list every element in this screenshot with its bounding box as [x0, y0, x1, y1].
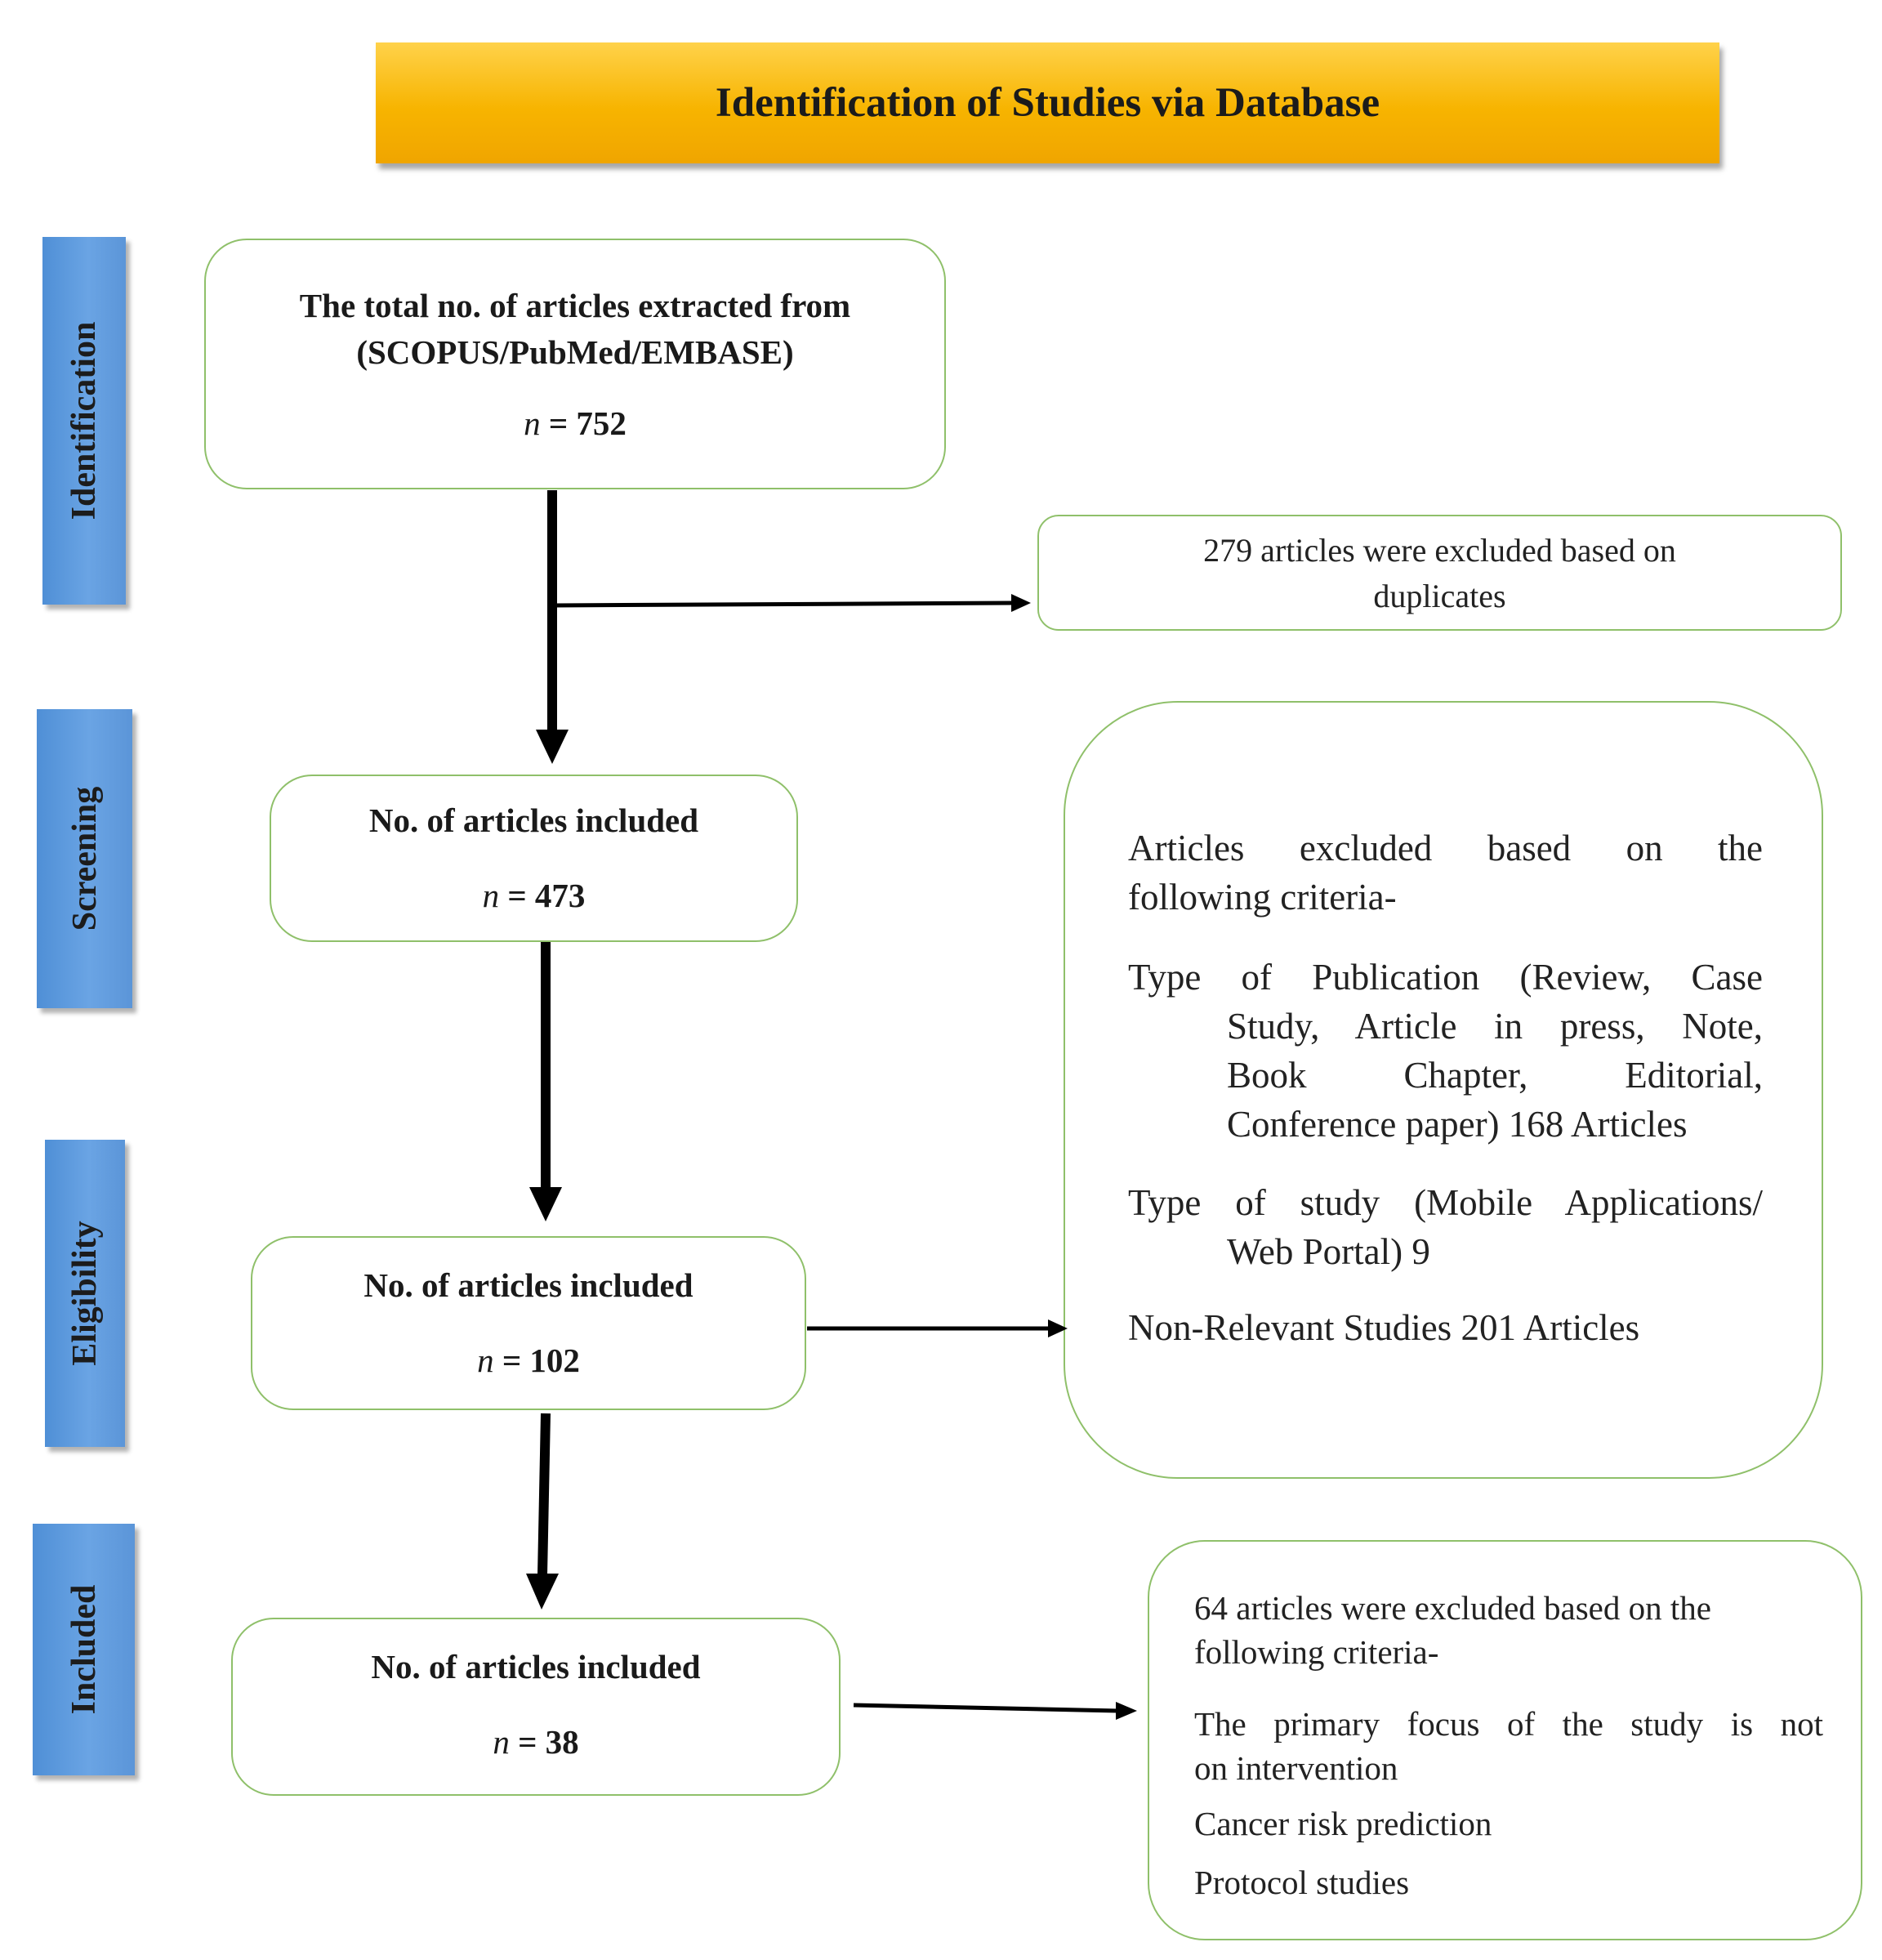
final-intro-line2: following criteria- — [1194, 1633, 1439, 1671]
stage-tab-screening: Screening — [37, 709, 132, 1008]
criteria-item1-line4: Conference paper) 168 Articles — [1227, 1104, 1688, 1145]
eligible-heading: No. of articles included — [363, 1266, 693, 1304]
arrow-to-final-exclusion — [853, 1702, 1137, 1720]
eligible-count: n = 102 — [252, 1341, 805, 1380]
included-heading: No. of articles included — [371, 1648, 701, 1685]
total-heading-line1: The total no. of articles extracted from — [299, 287, 851, 324]
included-n-symbol: n — [493, 1723, 510, 1761]
stage-tab-included: Included — [33, 1524, 135, 1775]
eligible-n-symbol: n — [477, 1342, 494, 1379]
total-n-symbol: n — [524, 404, 541, 442]
criteria-item2-line1: Type of study (Mobile Applications/ — [1128, 1182, 1763, 1223]
duplicates-line2: duplicates — [1373, 578, 1506, 614]
criteria-intro-line1: Articles excluded based on the — [1128, 828, 1763, 868]
arrow-to-criteria — [807, 1319, 1068, 1337]
screened-n-value: = 473 — [507, 877, 586, 914]
screened-heading: No. of articles included — [368, 801, 699, 839]
criteria-item1-line1: Type of Publication (Review, Case — [1128, 957, 1763, 998]
box-excluded-final: 64 articles were excluded based on the f… — [1148, 1540, 1862, 1940]
criteria-item1-line3: Book Chapter, Editorial, — [1227, 1055, 1763, 1096]
stage-tab-identification: Identification — [42, 237, 126, 605]
arrow-to-duplicates — [555, 594, 1031, 612]
total-count: n = 752 — [206, 404, 944, 443]
arrow-total-to-screened — [536, 490, 569, 764]
screened-n-symbol: n — [482, 877, 500, 914]
criteria-item3: Non-Relevant Studies 201 Articles — [1128, 1307, 1640, 1348]
box-eligible-articles: No. of articles included n = 102 — [251, 1236, 806, 1410]
box-included-articles: No. of articles included n = 38 — [231, 1618, 841, 1796]
final-item2: Cancer risk prediction — [1194, 1805, 1492, 1842]
eligible-n-value: = 102 — [502, 1342, 580, 1379]
screened-count: n = 473 — [271, 876, 796, 915]
final-item1-line2: on intervention — [1194, 1749, 1398, 1787]
included-n-value: = 38 — [518, 1723, 579, 1761]
box-screened-articles: No. of articles included n = 473 — [270, 775, 798, 942]
arrow-screened-to-eligible — [529, 942, 562, 1221]
criteria-intro-line2: following criteria- — [1128, 877, 1397, 917]
final-item1-line1: The primary focus of the study is not — [1194, 1705, 1823, 1743]
box-excluded-duplicates: 279 articles were excluded based on dupl… — [1037, 515, 1842, 631]
total-n-value: = 752 — [548, 404, 627, 442]
box-excluded-criteria: Articles excluded based on the following… — [1064, 701, 1823, 1479]
final-item3: Protocol studies — [1194, 1864, 1410, 1901]
criteria-item1-line2: Study, Article in press, Note, — [1227, 1006, 1763, 1047]
included-count: n = 38 — [233, 1722, 839, 1761]
total-heading-line2: (SCOPUS/PubMed/EMBASE) — [356, 333, 794, 371]
criteria-item2-line2: Web Portal) 9 — [1227, 1231, 1430, 1272]
diagram-title: Identification of Studies via Database — [715, 80, 1380, 126]
box-total-articles: The total no. of articles extracted from… — [204, 239, 946, 489]
final-intro-line1: 64 articles were excluded based on the — [1194, 1589, 1711, 1627]
duplicates-line1: 279 articles were excluded based on — [1203, 532, 1676, 569]
title-banner: Identification of Studies via Database — [376, 42, 1719, 163]
stage-tab-eligibility: Eligibility — [45, 1140, 125, 1447]
arrow-eligible-to-included — [526, 1413, 559, 1610]
